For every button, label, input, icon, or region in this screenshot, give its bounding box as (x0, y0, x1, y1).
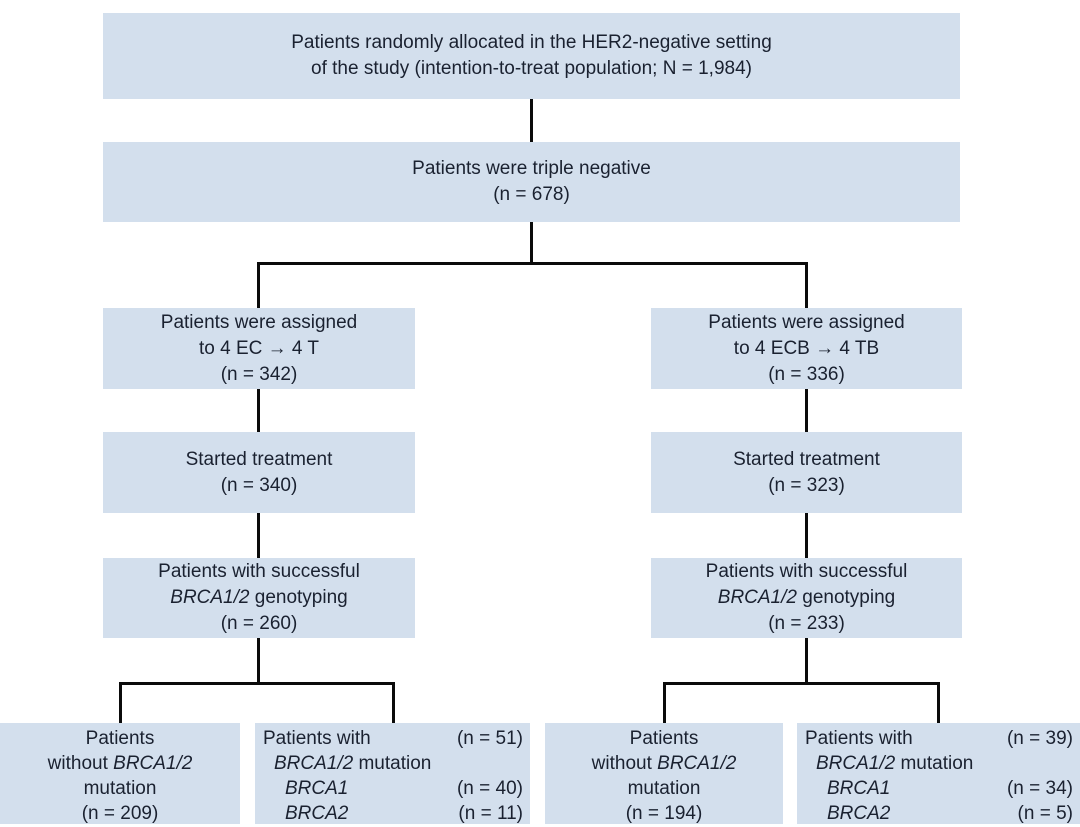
connector-genotyped-right-stem (805, 638, 808, 685)
connector-left-branch-horizontal (119, 682, 395, 685)
node-triple-negative: Patients were triple negative (n = 678) (103, 142, 960, 222)
node-assigned-ecb-tb: Patients were assigned to 4 ECB → 4 TB (… (651, 308, 962, 389)
node-text-line: BRCA1/2 genotyping (170, 587, 348, 608)
node-started-treatment-left: Started treatment (n = 340) (103, 432, 415, 513)
node-text-line: Patients with successful (158, 561, 360, 582)
node-text-line: Patients with successful (705, 561, 908, 582)
node-text-line: of the study (intention-to-treat populat… (311, 58, 752, 79)
connector-assigned-right-to-started (805, 389, 808, 432)
connector-left-branch-drop-1 (119, 682, 122, 723)
node-randomly-allocated: Patients randomly allocated in the HER2-… (103, 13, 960, 99)
node-with-mutation-left: Patients with(n = 51) BRCA1/2 mutation B… (255, 723, 530, 824)
node-text-line: Patients (85, 728, 155, 749)
node-text-line: mutation (627, 778, 701, 799)
connector-allocated-to-triple (530, 99, 533, 142)
node-text-line: mutation (83, 778, 157, 799)
node-text-line: (n = 342) (220, 363, 298, 385)
node-text-line: without BRCA1/2 (591, 753, 737, 774)
node-text-line: BRCA1/2 mutation (274, 753, 432, 774)
node-text-line: BRCA1(n = 34) (827, 778, 1073, 799)
node-text-line: Patients with(n = 51) (263, 728, 523, 749)
node-genotyped-right: Patients with successful BRCA1/2 genotyp… (651, 558, 962, 638)
node-text-line: Patients were assigned (708, 311, 905, 333)
node-text-line: Patients (629, 728, 699, 749)
node-without-mutation-right: Patients without BRCA1/2 mutation (n = 1… (545, 723, 783, 824)
node-text-line: Patients were triple negative (412, 158, 651, 179)
node-text-line: BRCA1/2 mutation (816, 753, 974, 774)
node-started-treatment-right: Started treatment (n = 323) (651, 432, 962, 513)
connector-right-branch-drop-2 (937, 682, 940, 723)
connector-started-left-to-genotyped (257, 513, 260, 558)
node-text-line: (n = 336) (768, 363, 845, 385)
node-text-line: (n = 233) (768, 613, 845, 634)
connector-branch-horizontal (257, 262, 808, 265)
node-text-line: (n = 260) (220, 613, 298, 634)
node-text-line: (n = 209) (81, 803, 159, 824)
node-text-line: BRCA1/2 genotyping (717, 587, 896, 608)
node-text-line: BRCA2(n = 11) (285, 803, 523, 824)
node-genotyped-left: Patients with successful BRCA1/2 genotyp… (103, 558, 415, 638)
node-text-line: Patients with(n = 39) (805, 728, 1073, 749)
connector-branch-right-drop (805, 262, 808, 308)
node-without-mutation-left: Patients without BRCA1/2 mutation (n = 2… (0, 723, 240, 824)
node-text-line: to 4 EC → 4 T (198, 337, 320, 359)
node-text-line: without BRCA1/2 (47, 753, 193, 774)
connector-left-branch-drop-2 (392, 682, 395, 723)
node-text-line: (n = 194) (625, 803, 703, 824)
node-text-line: (n = 340) (220, 474, 298, 496)
connector-genotyped-left-stem (257, 638, 260, 685)
connector-started-right-to-genotyped (805, 513, 808, 558)
node-text-line: Started treatment (733, 448, 880, 470)
connector-right-branch-horizontal (663, 682, 940, 685)
connector-branch-left-drop (257, 262, 260, 308)
connector-triple-stem (530, 222, 533, 265)
node-assigned-ec-t: Patients were assigned to 4 EC → 4 T (n … (103, 308, 415, 389)
node-text-line: (n = 323) (768, 474, 845, 496)
connector-assigned-left-to-started (257, 389, 260, 432)
node-text-line: to 4 ECB → 4 TB (733, 337, 880, 359)
node-text-line: BRCA2(n = 5) (827, 803, 1073, 824)
node-text-line: Patients randomly allocated in the HER2-… (291, 32, 772, 53)
node-text-line: Started treatment (185, 448, 333, 470)
node-text-line: BRCA1(n = 40) (285, 778, 523, 799)
connector-right-branch-drop-1 (663, 682, 666, 723)
node-with-mutation-right: Patients with(n = 39) BRCA1/2 mutation B… (797, 723, 1080, 824)
node-text-line: Patients were assigned (160, 311, 358, 333)
node-text-line: (n = 678) (493, 184, 570, 205)
